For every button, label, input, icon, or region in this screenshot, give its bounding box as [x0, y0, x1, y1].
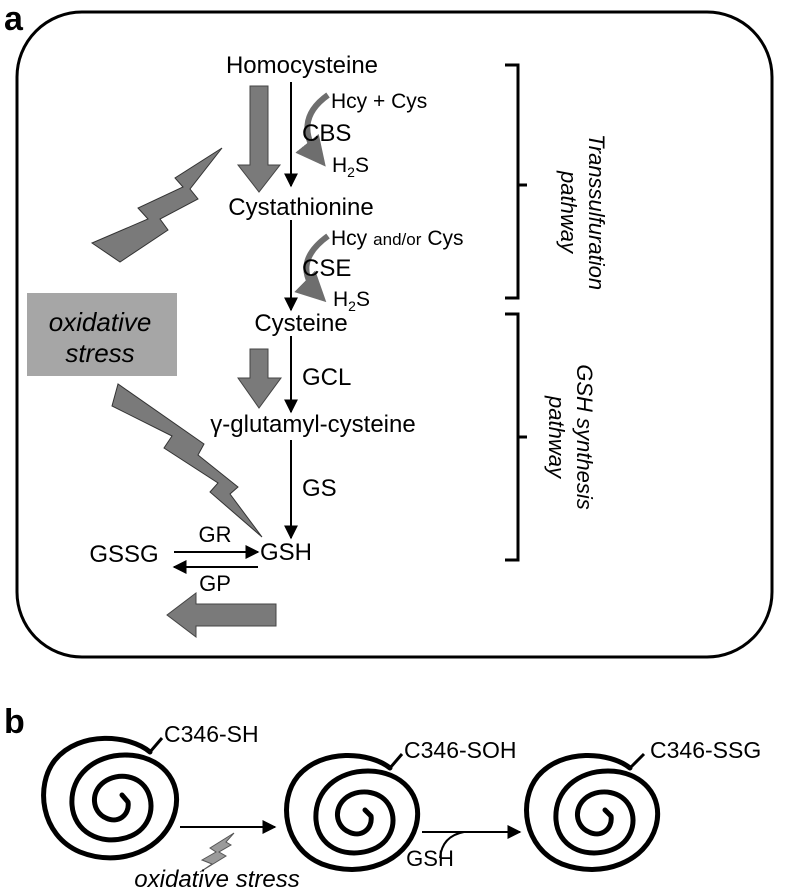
gs-enzyme-label: GS [302, 475, 337, 502]
transsulfuration-label-line2: pathway [556, 170, 581, 255]
gr-enzyme-label: GR [199, 522, 232, 547]
gsh-label: GSH [260, 539, 312, 566]
pathway-frame [15, 10, 774, 659]
panel-a-label: a [4, 0, 24, 38]
gssg-label: GSSG [89, 541, 158, 568]
cbs-enzyme-label: CBS [302, 120, 351, 147]
stress-box-line1: oxidative [49, 307, 152, 337]
depletion-arrow-middle-icon [237, 348, 282, 409]
oxidative-stress-box [27, 293, 177, 376]
depletion-arrow-upper-icon [236, 85, 282, 193]
cse-product-label: H2S [333, 288, 370, 314]
gsh-cofactor-label: GSH [406, 846, 454, 871]
cse-enzyme-label: CSE [302, 255, 351, 282]
cbs-side-arrow-icon [295, 92, 330, 167]
cystathionine-label: Cystathionine [228, 194, 373, 221]
cbs-product-label: H2S [332, 154, 369, 180]
gp-enzyme-label: GP [199, 571, 231, 596]
sulfenic-state-label: C346-SOH [404, 737, 516, 763]
small-lightning-icon [199, 832, 235, 873]
depletion-arrow-lower-icon [166, 591, 277, 639]
gsh-synthesis-label-line2: pathway [544, 395, 569, 480]
glutathionylated-state-label: C346-SSG [650, 737, 761, 763]
gsh-cofactor-curve [439, 831, 465, 859]
cysteine-label: Cysteine [254, 310, 347, 337]
gcl-enzyme-label: GCL [302, 364, 351, 391]
stress-box-line2: stress [65, 338, 134, 368]
transsulfuration-bracket [505, 63, 527, 300]
oxidative-stress-trigger-label: oxidative stress [134, 866, 299, 891]
cbs-substrate-label: Hcy + Cys [331, 90, 427, 113]
protein-spiral-sulfenic-icon [284, 752, 421, 872]
cse-side-arrow-icon [294, 233, 330, 303]
gsh-synthesis-bracket [505, 312, 527, 562]
transsulfuration-label-line1: Transsulfuration [584, 134, 609, 290]
protein-spiral-thiol-icon [41, 735, 179, 861]
panel-b-label: b [4, 703, 25, 741]
lightning-bolt-lower-icon [111, 383, 263, 538]
thiol-state-label: C346-SH [164, 721, 259, 747]
protein-spiral-glutathionylated-icon [524, 752, 661, 872]
homocysteine-label: Homocysteine [226, 52, 378, 79]
gamma-glutamyl-cysteine-label: γ-glutamyl-cysteine [210, 411, 415, 438]
gsh-synthesis-label-line1: GSH synthesis [572, 364, 597, 510]
lightning-bolt-upper-icon [90, 147, 223, 263]
